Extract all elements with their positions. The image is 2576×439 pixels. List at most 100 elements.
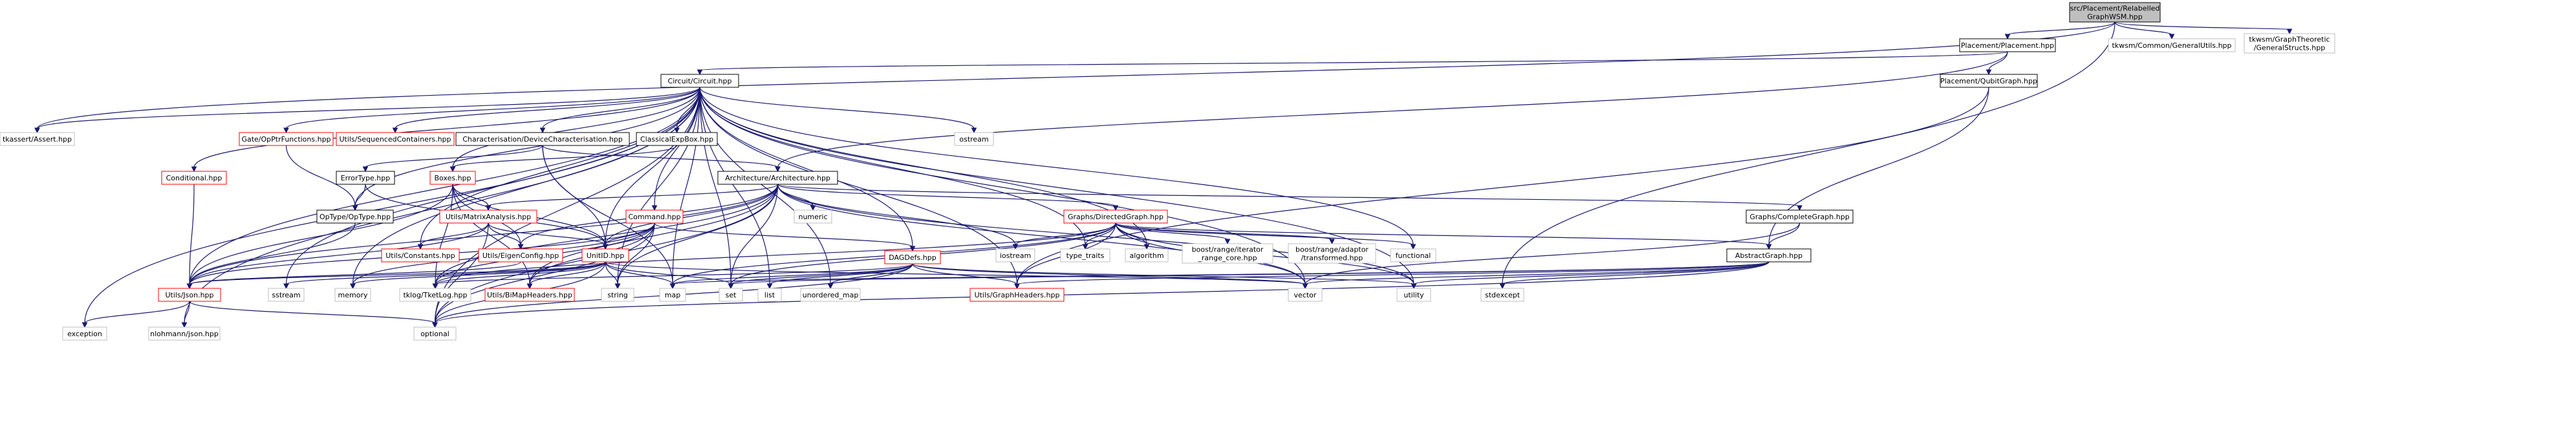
dependency-edge [699,87,1018,285]
node-complete[interactable]: Graphs/CompleteGraph.hpp [1746,209,1854,224]
node-abstract[interactable]: AbstractGraph.hpp [1726,248,1812,262]
node-list: list [757,288,782,302]
node-box [268,288,305,302]
node-box [429,171,476,185]
node-label: functional [1396,252,1431,260]
node-box [1288,288,1323,302]
node-box [717,171,838,185]
node-box [995,248,1035,262]
dependency-edge [189,87,700,285]
node-label: Circuit/Circuit.hpp [668,77,732,85]
dependency-edge [2114,21,2172,36]
node-nlohmann: nlohmann/json.hpp [148,327,221,341]
node-label: exception [67,330,102,338]
node-box [884,250,941,264]
node-box [659,288,686,302]
node-box [399,288,471,302]
node-label: tkwsm/GraphTheoretic [2249,36,2330,44]
node-errortype[interactable]: ErrorType.hpp [336,171,395,185]
edge-arrowhead [432,322,438,328]
node-unitid[interactable]: UnitID.hpp [581,248,629,262]
node-box [601,288,634,302]
dependency-edge [1115,222,1414,246]
edge-arrowhead [283,127,289,134]
node-box [334,288,371,302]
node-placement[interactable]: Placement/Placement.hpp [1959,38,2056,52]
node-circuit[interactable]: Circuit/Circuit.hpp [660,74,739,88]
node-seqcont[interactable]: Utils/SequencedContainers.hpp [336,132,455,146]
edge-arrowhead [2286,28,2293,35]
node-matrix[interactable]: Utils/MatrixAnalysis.hpp [439,209,537,224]
dependency-edge [699,87,731,285]
node-conditional[interactable]: Conditional.hpp [161,171,227,185]
node-label: Gate/OpPtrFunctions.hpp [241,135,330,144]
node-box [1940,74,2038,88]
node-box [439,209,537,224]
dependency-edge [420,87,700,246]
edge-arrowhead [181,322,188,328]
dependency-edge [452,87,700,168]
node-box [1125,248,1169,262]
node-graphheaders[interactable]: Utils/GraphHeaders.hpp [969,288,1065,302]
edge-arrowhead [1302,283,1308,290]
node-box [636,132,718,146]
node-qubitgraph[interactable]: Placement/QubitGraph.hpp [1940,74,2038,88]
node-optype[interactable]: OpType/OpType.hpp [316,209,394,224]
dependency-edge [1988,51,2008,71]
node-label: numeric [798,213,827,221]
node-command[interactable]: Command.hpp [625,209,684,224]
node-label: ErrorType.hpp [341,174,391,182]
node-label: Utils/EigenConfig.hpp [482,252,559,260]
node-label: src/Placement/Relabelled [2070,5,2160,13]
node-exception: exception [62,327,107,341]
edge-arrowhead [417,244,424,250]
node-bimap[interactable]: Utils/BiMapHeaders.hpp [484,288,575,302]
dependency-edge [452,145,678,168]
dependency-edge [699,87,831,285]
node-directed[interactable]: Graphs/DirectedGraph.hpp [1063,209,1168,224]
dependency-edge [542,145,779,168]
node-classexp[interactable]: ClassicalExpBox.hpp [636,132,718,146]
edge-arrowhead [728,283,734,290]
node-box [1746,209,1854,224]
dependency-edge [1016,87,1989,285]
dependency-edge [730,261,1770,285]
node-json[interactable]: Utils/Json.hpp [158,288,221,302]
dependency-edge [193,87,700,168]
node-box [455,132,630,146]
node-gateop[interactable]: Gate/OpPtrFunctions.hpp [239,132,334,146]
dependency-edge [435,263,913,285]
node-label: stdexcept [1485,291,1521,299]
node-constants[interactable]: Utils/Constants.hpp [381,248,460,262]
dependency-edge [1413,261,1770,285]
dependency-edge [354,87,700,207]
edge-arrowhead [352,205,358,211]
node-iostream: iostream [995,248,1035,262]
dependency-edge [189,222,356,285]
node-boxes[interactable]: Boxes.hpp [429,171,476,185]
dependency-edge [488,222,521,246]
node-box [1288,243,1376,264]
edge-arrowhead [1986,69,1992,76]
node-box [336,171,395,185]
node-box [336,132,455,146]
node-devchar[interactable]: Characterisation/DeviceCharacterisation.… [455,132,630,146]
node-label: _range_core.hpp [1197,254,1257,262]
node-arch[interactable]: Architecture/Architecture.hpp [717,171,838,185]
node-label: /transformed.hpp [1301,254,1363,262]
node-label: sstream [272,291,300,299]
dependency-edge [699,87,770,285]
node-box [381,248,460,262]
dependency-edge [605,184,779,246]
node-eigen[interactable]: Utils/EigenConfig.hpp [478,248,563,262]
node-label: Utils/SequencedContainers.hpp [339,135,451,144]
node-set: set [719,288,743,302]
dependency-edge [189,261,606,285]
node-dagdefs[interactable]: DAGDefs.hpp [884,250,941,264]
dependency-edge [420,222,489,246]
node-label: Placement/QubitGraph.hpp [1940,77,2037,85]
dependency-edge [605,261,618,285]
node-label: Boxes.hpp [434,174,471,182]
